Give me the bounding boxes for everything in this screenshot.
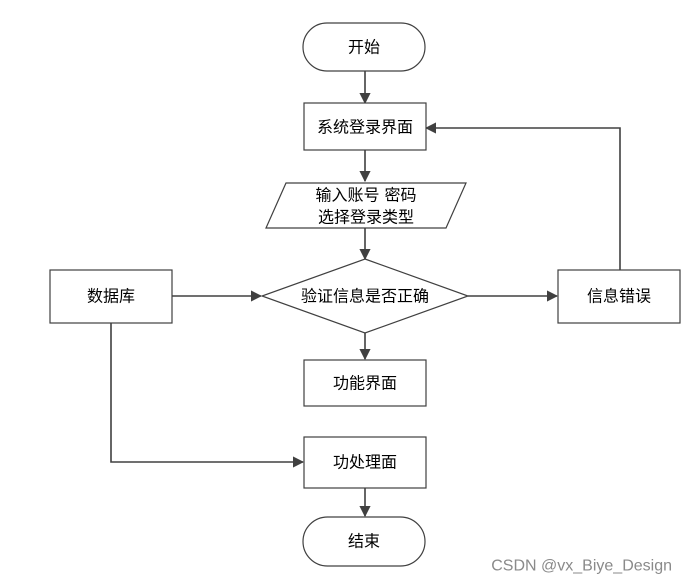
end-label: 结束 [348, 532, 380, 551]
input-parallelogram [265, 182, 467, 229]
start-label: 开始 [348, 38, 380, 57]
input-label-line2: 选择登录类型 [318, 208, 414, 227]
edge-error-to-login [424, 122, 621, 270]
login-process-box [303, 102, 427, 151]
end-terminator [302, 516, 426, 567]
function-box [303, 359, 427, 407]
database-box [49, 269, 173, 324]
process-label: 功处理面 [333, 453, 397, 472]
watermark-text: CSDN @vx_Biye_Design [491, 558, 672, 575]
error-box [557, 269, 681, 324]
verify-label: 验证信息是否正确 [301, 287, 429, 306]
error-label: 信息错误 [587, 287, 651, 306]
edge-database-to-process [110, 323, 305, 468]
function-label: 功能界面 [333, 374, 397, 393]
input-label-line1: 输入账号 密码 [315, 186, 416, 205]
start-terminator [302, 22, 426, 72]
verify-decision-diamond [260, 258, 470, 334]
process-box [303, 436, 427, 489]
login-label: 系统登录界面 [317, 118, 413, 137]
database-label: 数据库 [87, 287, 135, 306]
